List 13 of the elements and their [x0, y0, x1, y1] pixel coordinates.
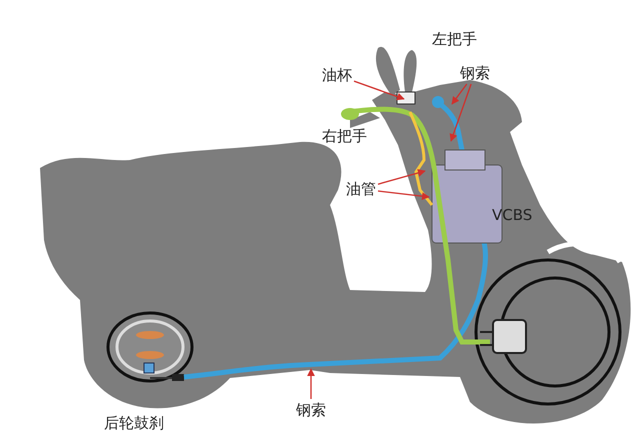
callout-label: 油杯	[322, 66, 352, 84]
callout-label: 油管	[346, 180, 376, 198]
part-label: 后轮鼓刹	[104, 414, 164, 432]
part-label: 右把手	[322, 127, 367, 145]
arrow	[378, 169, 426, 185]
arrow	[378, 190, 430, 200]
callout-label: 钢索	[460, 64, 490, 82]
arrow	[451, 84, 468, 105]
arrow	[450, 84, 472, 142]
callout-label: 钢索	[296, 401, 326, 419]
arrow	[354, 80, 405, 100]
part-label: 左把手	[432, 30, 477, 48]
arrow	[307, 368, 315, 399]
